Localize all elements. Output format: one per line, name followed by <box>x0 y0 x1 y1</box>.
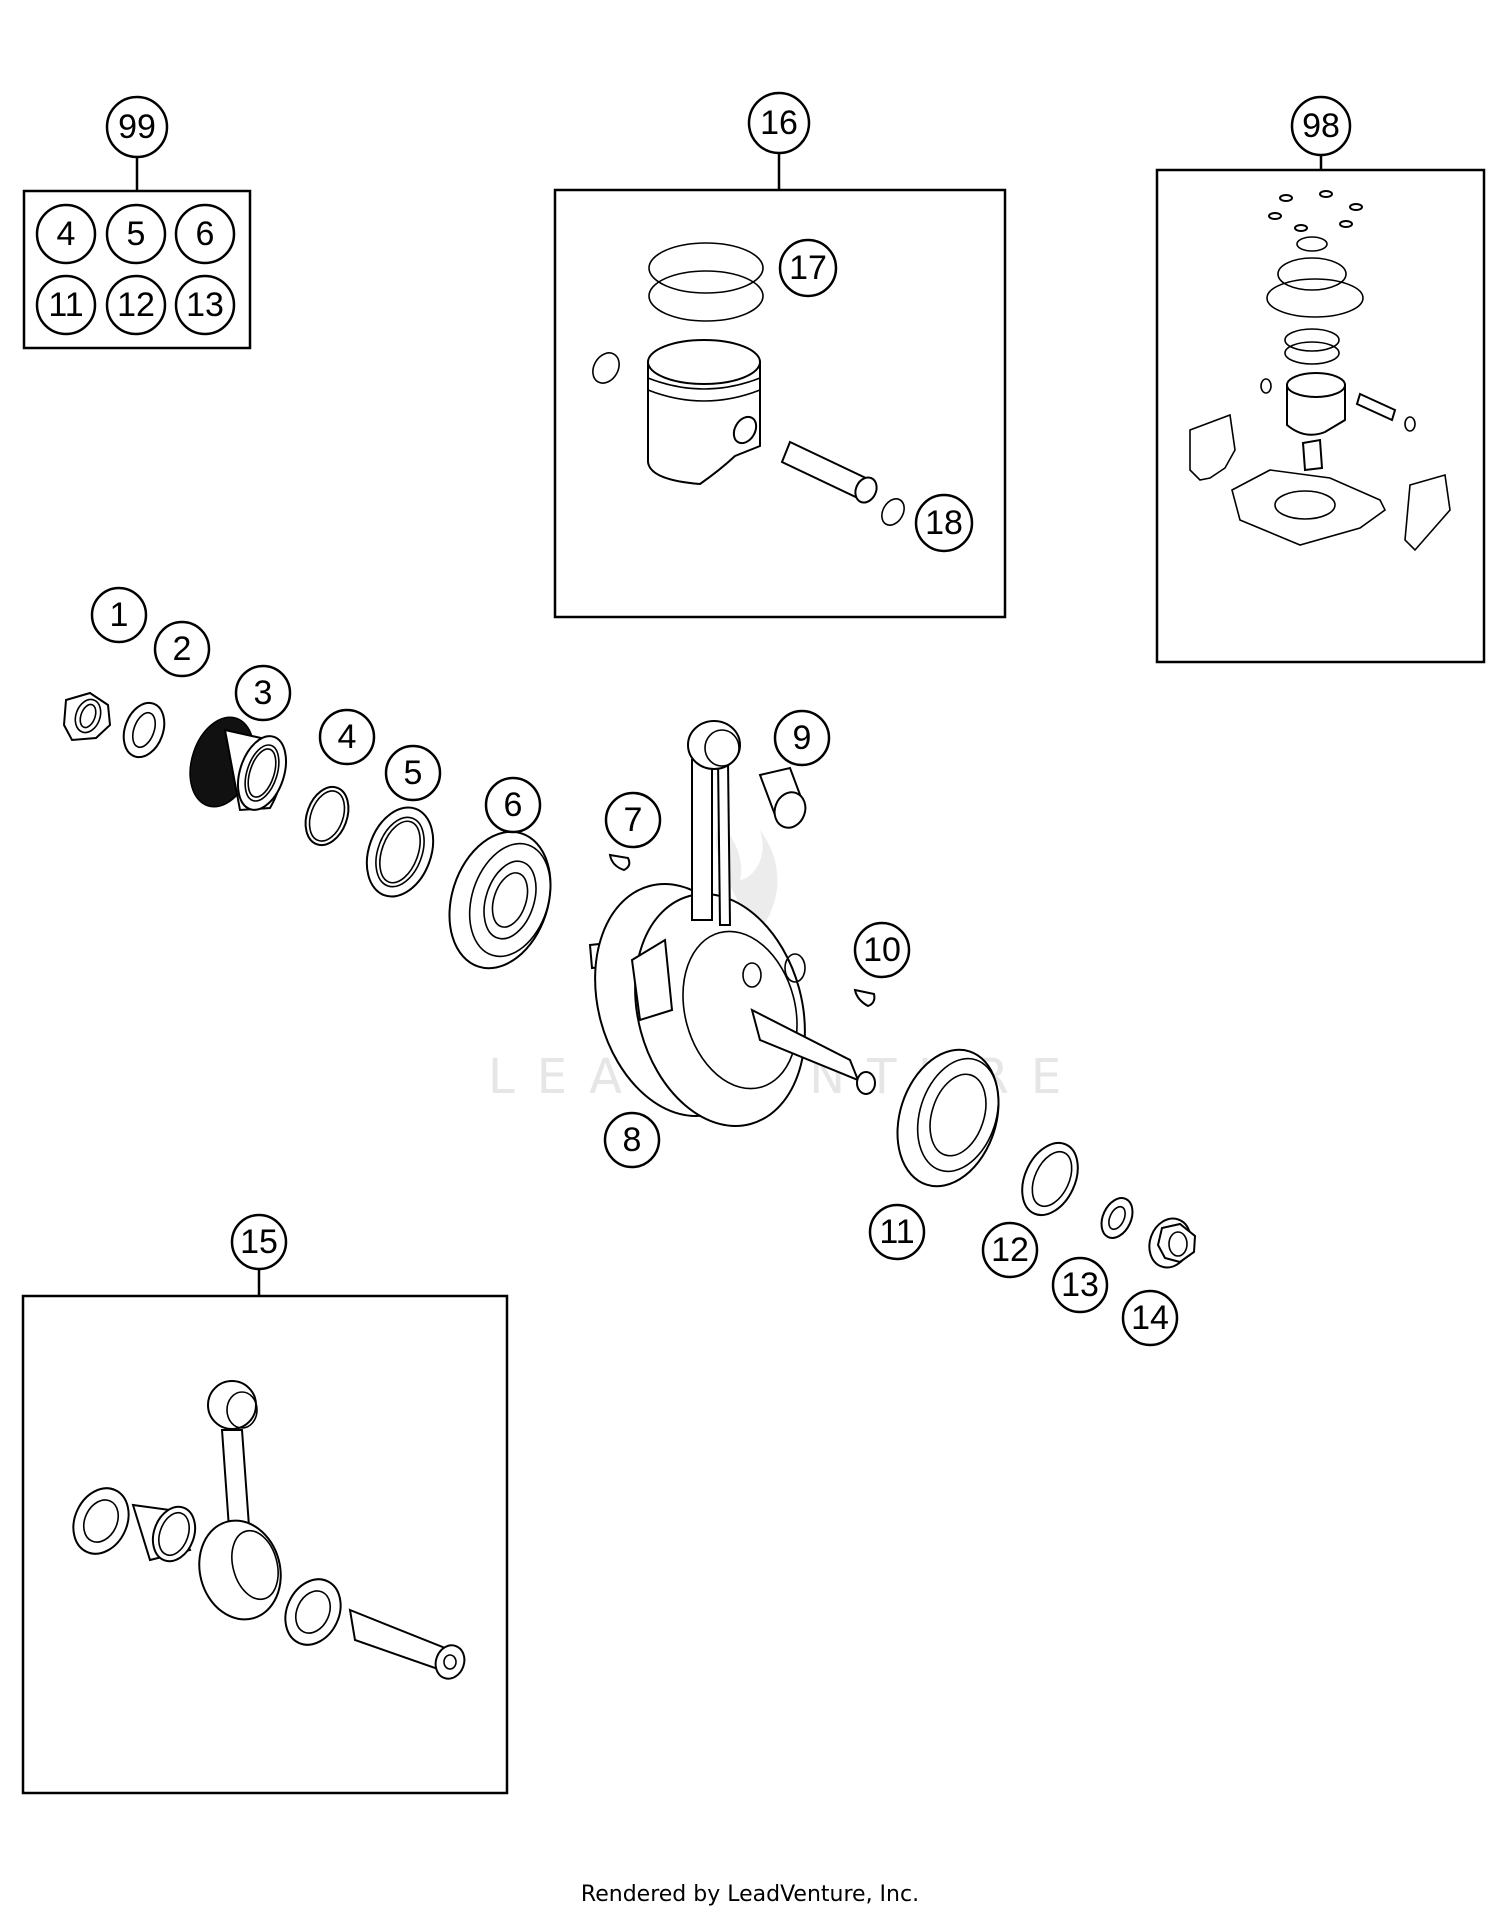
svg-text:11: 11 <box>48 286 83 324</box>
kit-99-item-6[interactable]: 6 <box>174 203 236 265</box>
footer-credit: Rendered by LeadVenture, Inc. <box>580 1882 920 1907</box>
lock-washer-drawing <box>122 701 166 759</box>
svg-text:13: 13 <box>186 286 224 324</box>
callout-99[interactable]: 99 <box>105 95 169 159</box>
callout-5[interactable]: 5 <box>384 744 442 802</box>
woodruff-key-10-drawing <box>853 988 876 1008</box>
svg-text:5: 5 <box>404 754 423 792</box>
kit-99-item-5[interactable]: 5 <box>105 203 167 265</box>
callout-13[interactable]: 13 <box>1051 1256 1109 1314</box>
callout-9[interactable]: 9 <box>773 709 831 767</box>
kit-99-item-11[interactable]: 11 <box>35 274 97 336</box>
svg-text:17: 17 <box>789 249 827 287</box>
callout-8[interactable]: 8 <box>603 1111 661 1169</box>
svg-text:98: 98 <box>1302 107 1340 145</box>
kit-99-item-12[interactable]: 12 <box>105 274 167 336</box>
svg-text:12: 12 <box>991 1231 1029 1269</box>
svg-text:11: 11 <box>879 1213 914 1251</box>
piston-drawing <box>592 339 905 526</box>
svg-text:2: 2 <box>173 630 192 668</box>
callout-6[interactable]: 6 <box>484 776 542 834</box>
callout-16[interactable]: 16 <box>747 91 811 155</box>
callout-12[interactable]: 12 <box>981 1221 1039 1279</box>
svg-text:6: 6 <box>504 786 523 824</box>
callout-10[interactable]: 10 <box>853 921 911 979</box>
gasket-kit-drawing <box>1189 190 1451 552</box>
svg-text:16: 16 <box>760 104 798 142</box>
primary-gear-drawing <box>189 716 287 812</box>
callout-3[interactable]: 3 <box>234 664 292 722</box>
svg-text:6: 6 <box>196 215 215 253</box>
svg-text:10: 10 <box>863 931 901 969</box>
lock-washer-right-drawing <box>1100 1197 1134 1239</box>
callout-7[interactable]: 7 <box>604 791 662 849</box>
callout-14[interactable]: 14 <box>1121 1289 1179 1347</box>
callout-18[interactable]: 18 <box>914 493 974 553</box>
kit-99: 99 4 5 6 11 12 13 <box>22 95 252 350</box>
svg-text:15: 15 <box>240 1223 278 1261</box>
ball-bearing-right-drawing <box>896 1048 1000 1188</box>
svg-text:7: 7 <box>624 801 643 839</box>
kit-98-gaskets: 98 <box>1155 95 1486 664</box>
crankshaft-drawing <box>588 720 876 1127</box>
callout-17[interactable]: 17 <box>778 238 838 298</box>
woodruff-key-7-drawing <box>608 853 631 872</box>
svg-text:12: 12 <box>117 286 155 324</box>
callout-2[interactable]: 2 <box>153 620 211 678</box>
callout-15[interactable]: 15 <box>230 1213 288 1271</box>
svg-text:14: 14 <box>1131 1299 1169 1337</box>
callout-1[interactable]: 1 <box>90 586 148 644</box>
kit-99-item-4[interactable]: 4 <box>35 203 97 265</box>
conrod-kit-drawing <box>72 1380 466 1680</box>
svg-text:3: 3 <box>254 674 273 712</box>
shaft-seal-drawing <box>365 806 435 898</box>
kit-99-item-13[interactable]: 13 <box>174 274 236 336</box>
svg-text:13: 13 <box>1061 1266 1099 1304</box>
svg-text:5: 5 <box>127 215 146 253</box>
svg-text:4: 4 <box>57 215 76 253</box>
callout-4[interactable]: 4 <box>318 708 376 766</box>
needle-bearing-drawing <box>758 766 807 829</box>
svg-text:4: 4 <box>338 718 357 756</box>
crankshaft-assembly: 1 2 3 4 5 6 <box>62 586 1197 1347</box>
svg-text:8: 8 <box>623 1121 642 1159</box>
hex-nut-drawing <box>62 691 112 742</box>
callout-11[interactable]: 11 <box>868 1203 926 1261</box>
collar-nut-drawing <box>1148 1217 1197 1269</box>
svg-text:18: 18 <box>925 504 963 542</box>
svg-text:99: 99 <box>118 108 156 146</box>
callout-98[interactable]: 98 <box>1290 95 1352 157</box>
ball-bearing-left-drawing <box>448 830 552 970</box>
svg-text:9: 9 <box>793 719 812 757</box>
kit-15-conrod: 15 <box>21 1213 509 1795</box>
shaft-seal-right-drawing <box>1021 1141 1079 1217</box>
piston-rings-drawing <box>648 242 764 322</box>
svg-text:1: 1 <box>110 596 129 634</box>
kit-16-piston: 16 17 18 <box>553 91 1007 619</box>
